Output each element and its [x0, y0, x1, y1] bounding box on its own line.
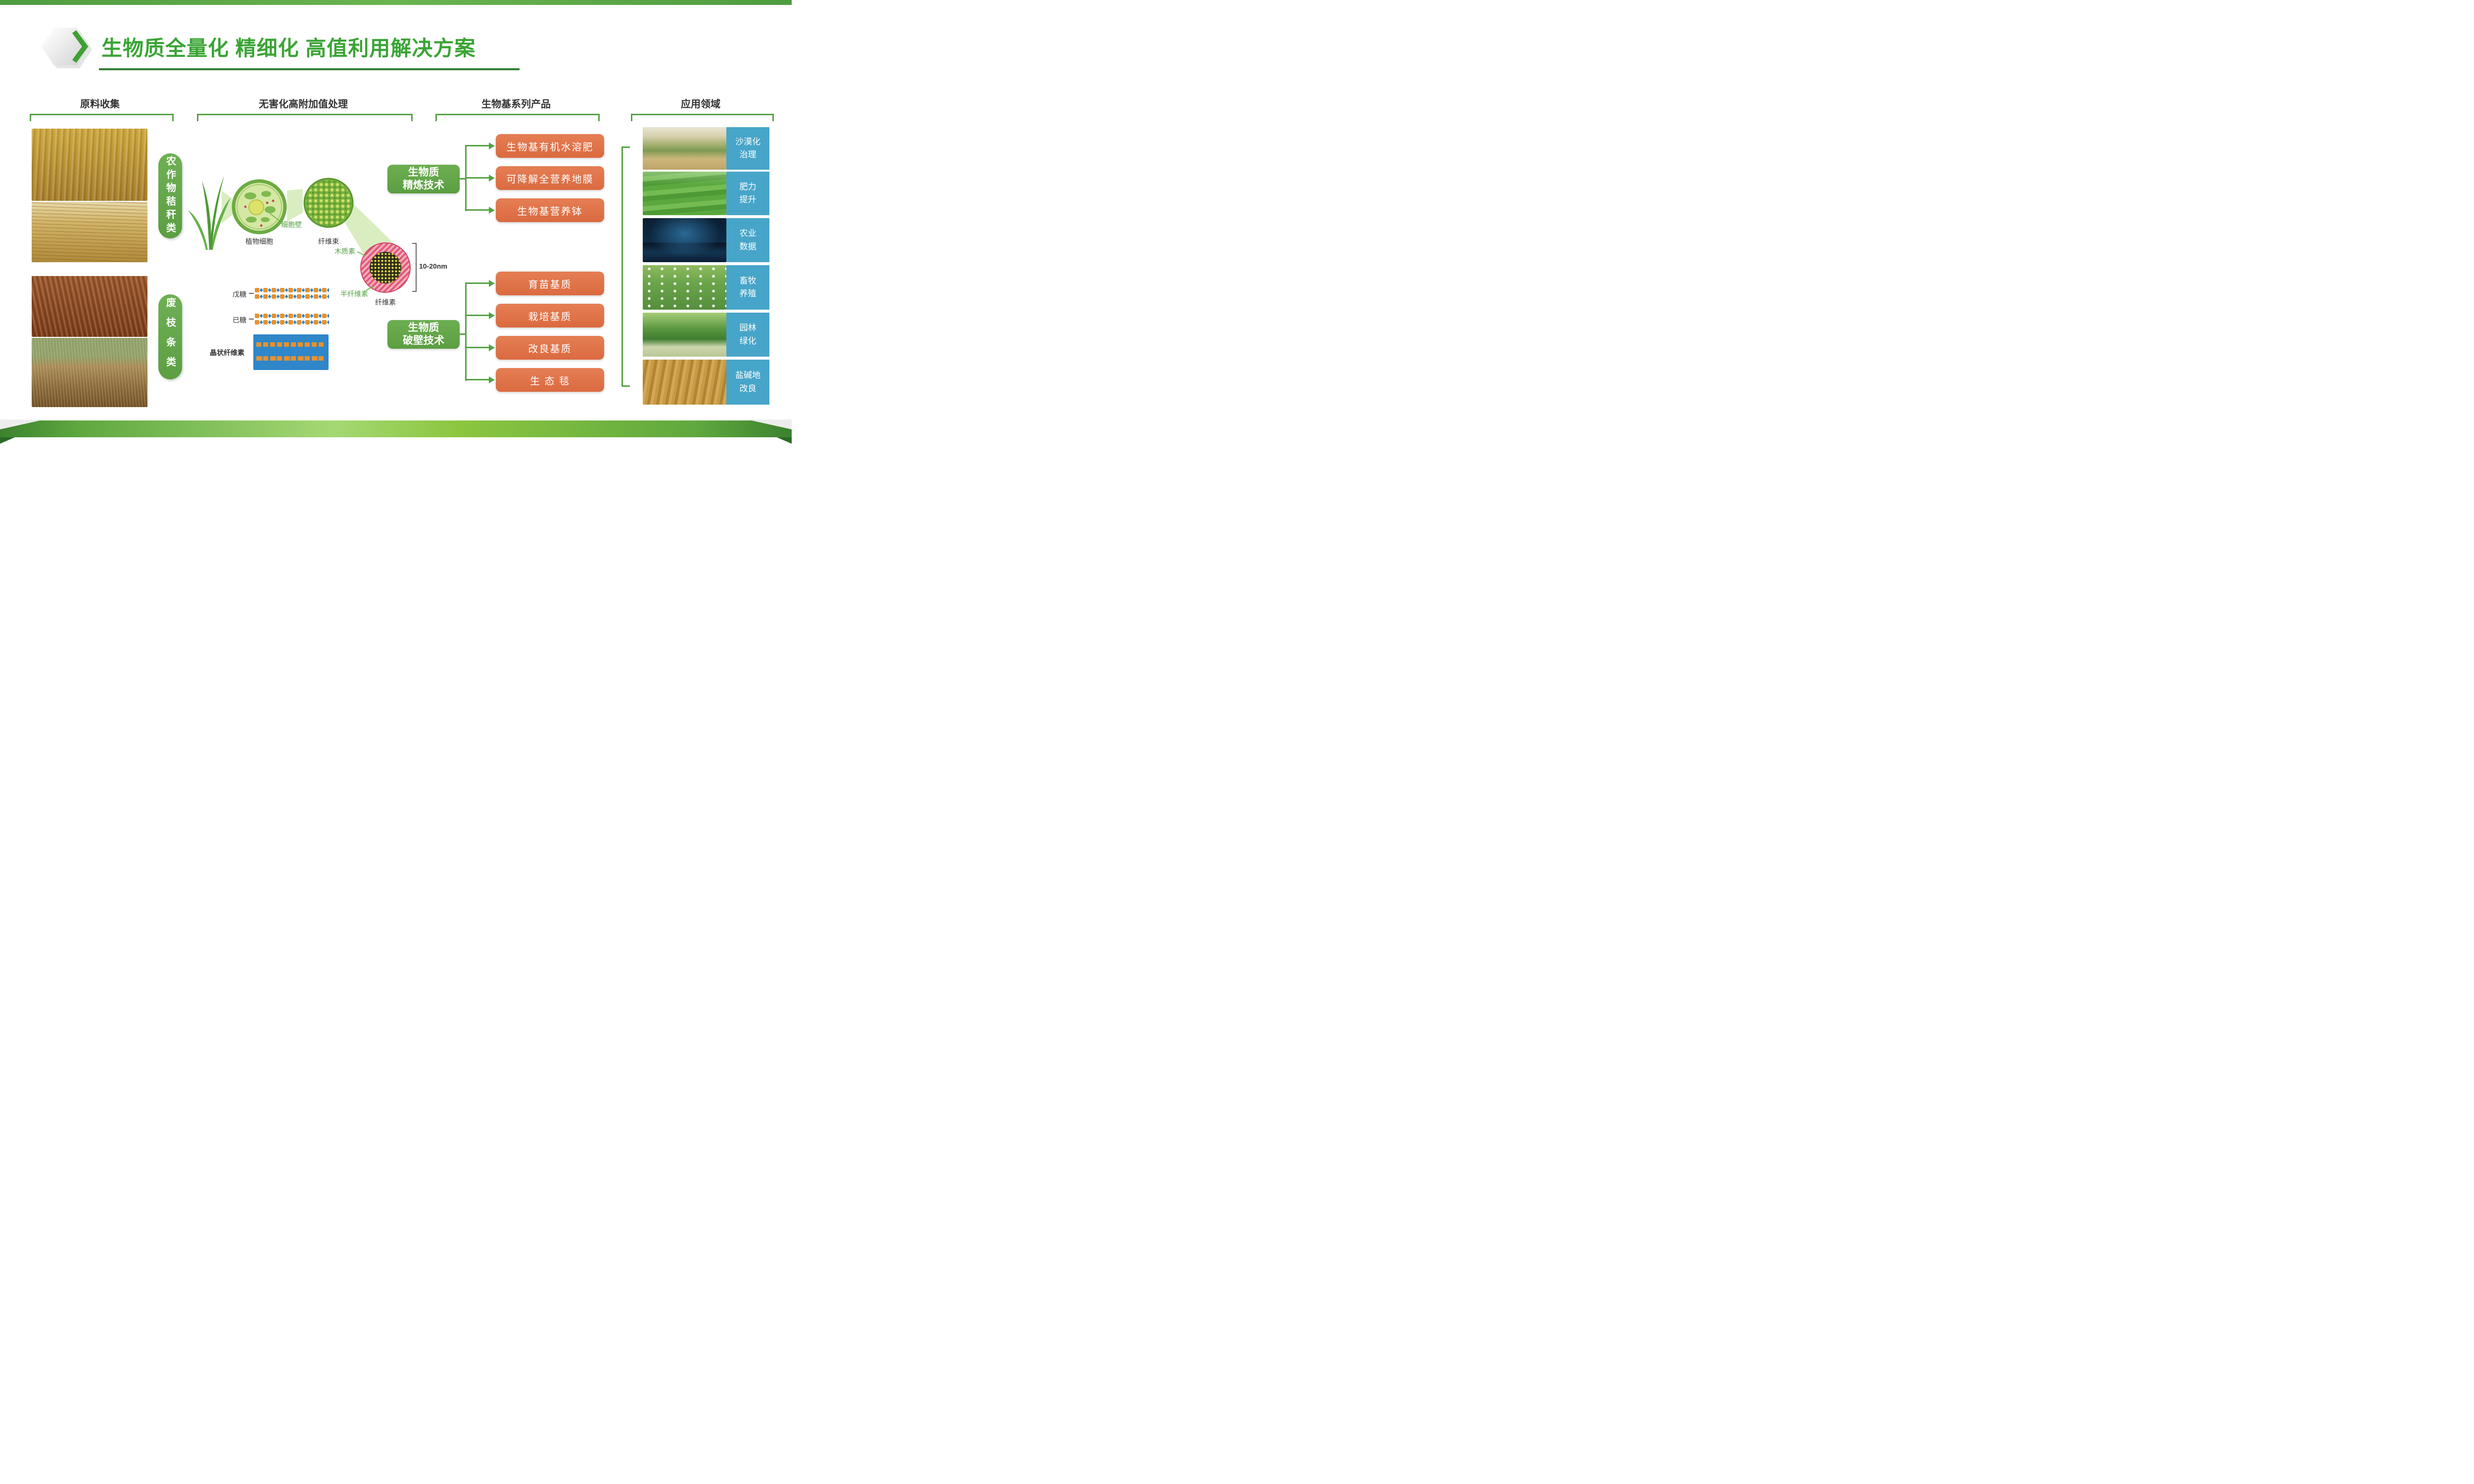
fiber-bundle-icon [303, 177, 354, 231]
photo-agriculture-data-center [643, 218, 726, 262]
label-plant-cell: 植物细胞 [245, 237, 273, 245]
header-bracket-products [435, 114, 600, 121]
app-label-garden-greening: 园林 绿化 [726, 313, 769, 357]
slide-canvas: 生物质全量化 精细化 高值利用解决方案 原料收集 无害化高附加值处理 生物基系列… [0, 0, 792, 445]
product-button-ecological-blanket: 生 态 毯 [496, 368, 604, 392]
label-fiber-bundle: 纤维束 [318, 237, 339, 245]
ribbon-fold-right [777, 437, 792, 444]
bottom-ribbon [0, 420, 792, 437]
arrowhead-3 [489, 207, 495, 214]
label-scale-10-20nm: 10-20nm [419, 262, 447, 270]
pentose-tick [249, 293, 254, 294]
label-pentose: 戊糖 [233, 290, 246, 298]
connector-spine-wall-breaking [465, 283, 467, 381]
hexose-tick [249, 319, 254, 320]
connector-arm-2 [465, 177, 489, 179]
scale-tick-bottom [412, 291, 416, 292]
arrowhead-2 [489, 175, 495, 182]
chevron-right-icon [72, 30, 89, 66]
app-label-livestock-breeding: 畜牧 养殖 [726, 265, 769, 310]
title-underline [99, 68, 520, 70]
header-bracket-applications [631, 114, 774, 121]
connector-arm-4 [465, 282, 489, 284]
arrowhead-7 [489, 376, 495, 383]
header-bracket-collection [30, 114, 174, 121]
arrowhead-1 [489, 142, 495, 149]
tech-box-refining: 生物质 精炼技术 [387, 165, 460, 193]
arrowhead-5 [489, 312, 495, 319]
tech-box-wall-breaking: 生物质 破壁技术 [387, 320, 460, 349]
sugar-chain-icon [255, 287, 329, 329]
page-title: 生物质全量化 精细化 高值利用解决方案 [101, 37, 476, 60]
connector-arm-7 [465, 379, 489, 380]
photo-plowed-saline-field [643, 360, 726, 405]
label-crystalline-cellulose: 晶状纤维素 [210, 349, 244, 357]
app-label-saline-soil-improvement: 盐碱地 改良 [726, 360, 769, 405]
label-lignin: 木质素 [334, 247, 355, 255]
scale-measure-line [416, 243, 417, 292]
product-button-nutrient-pot: 生物基营养钵 [496, 198, 604, 222]
header-bracket-processing [197, 114, 413, 121]
app-label-fertility-improvement: 肥力 提升 [726, 172, 769, 215]
connector-stub-wall-breaking [460, 333, 466, 335]
product-button-cultivation-substrate: 栽培基质 [496, 304, 604, 327]
column-header-processing: 无害化高附加值处理 [259, 99, 348, 110]
app-label-agriculture-data: 农业 数据 [726, 218, 769, 262]
column-header-collection: 原料收集 [80, 99, 120, 110]
side-bracket-applications [621, 146, 630, 387]
scale-tick-top [412, 243, 416, 244]
category-pill-crop-straw: 农作物秸秆类 [158, 153, 182, 238]
connector-arm-1 [465, 145, 489, 146]
label-hemicellulose: 半纤维素 [340, 290, 368, 298]
photo-straw-bales [32, 202, 147, 262]
column-header-applications: 应用领域 [681, 99, 720, 110]
arrowhead-6 [489, 344, 495, 351]
connector-stub-refining [460, 178, 466, 180]
connector-arm-5 [465, 315, 489, 316]
photo-garden-greening [643, 313, 726, 357]
column-header-products: 生物基系列产品 [481, 99, 551, 110]
product-button-seedling-substrate: 育苗基质 [496, 272, 604, 295]
arrowhead-4 [489, 280, 495, 287]
crystalline-cellulose-icon [253, 334, 329, 370]
photo-pruned-branch-rows [32, 338, 147, 407]
product-button-degradable-mulch-film: 可降解全营养地膜 [496, 166, 604, 190]
plant-cell-icon [232, 179, 287, 237]
label-cell-wall: 细胞壁 [281, 221, 302, 229]
photo-vegetable-field [643, 172, 726, 215]
label-hexose: 已糖 [233, 316, 246, 324]
photo-desertification-control [643, 127, 726, 170]
photo-corn-stalk-field [32, 129, 147, 201]
top-accent-bar [0, 0, 792, 5]
label-cellulose: 纤维素 [375, 298, 396, 306]
connector-arm-6 [465, 347, 489, 348]
photo-sheep-grazing [643, 265, 726, 310]
product-button-water-soluble-fertilizer: 生物基有机水溶肥 [496, 134, 604, 158]
app-label-desertification-control: 沙漠化 治理 [726, 127, 769, 170]
category-pill-waste-branches: 废枝条类 [158, 294, 182, 379]
cellulose-microfibril-icon [360, 242, 411, 296]
product-button-improvement-substrate: 改良基质 [496, 336, 604, 360]
ribbon-fold-left [0, 437, 15, 444]
plant-icon [187, 171, 232, 252]
photo-red-twig-pile [32, 276, 147, 337]
connector-arm-3 [465, 209, 489, 211]
